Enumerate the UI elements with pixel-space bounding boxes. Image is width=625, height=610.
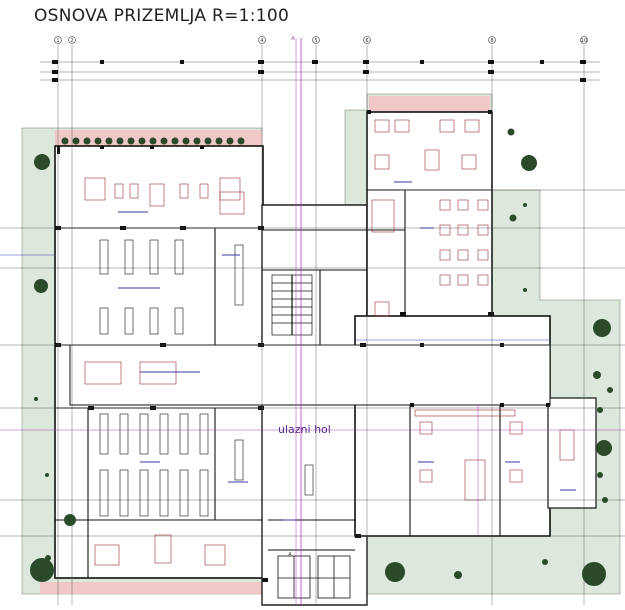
dimension-ticks <box>52 60 586 82</box>
pink-paving-bottom-left <box>40 582 262 594</box>
tree-icon <box>385 562 405 582</box>
axis-label: 1 <box>56 38 59 44</box>
trees <box>30 128 613 586</box>
axis-label: 2 <box>70 38 73 44</box>
shrub-icon <box>523 203 527 207</box>
tree-icon <box>454 571 462 579</box>
building-footprint <box>54 111 597 606</box>
axis-label: 4 <box>260 38 263 44</box>
building-right-wing <box>366 111 493 318</box>
plan-title: OSNOVA PRIZEMLJA R=1:100 <box>34 6 290 26</box>
shrub-icon <box>602 497 608 503</box>
shrub-icon <box>509 214 517 222</box>
service-lines <box>0 38 625 605</box>
tree-icon <box>593 319 611 337</box>
axis-label: 10 <box>581 38 587 44</box>
tree-icon <box>34 279 48 293</box>
classroom-desks <box>99 239 314 517</box>
shrub-icon <box>542 559 548 565</box>
entrance-hall-label: ulazni hol <box>278 423 331 436</box>
axis-bubbles <box>54 36 588 44</box>
shrub-icon <box>607 387 613 393</box>
shrub-icon <box>597 472 603 478</box>
shrub-icon <box>45 555 51 561</box>
stair <box>271 274 313 336</box>
axis-label: 6 <box>365 38 368 44</box>
shrub-icon <box>45 473 49 477</box>
section-mark-top: A <box>291 36 295 42</box>
tree-icon <box>521 155 537 171</box>
tree-icon <box>582 562 606 586</box>
axis-label: 8 <box>490 38 493 44</box>
shrub-icon <box>523 288 527 292</box>
shrub-icon <box>507 128 515 136</box>
room-tags <box>118 181 576 521</box>
tree-icon <box>30 558 54 582</box>
shrub-icon <box>597 407 603 413</box>
building-annex-right <box>547 397 597 509</box>
grid-lines <box>0 45 625 605</box>
axis-label: 5 <box>314 38 317 44</box>
shrub-icon <box>593 371 601 379</box>
entrance-doors <box>277 555 351 599</box>
hedge-row <box>61 137 245 145</box>
tree-icon <box>596 440 612 456</box>
tree-icon <box>64 514 76 526</box>
tree-icon <box>34 154 50 170</box>
shrub-icon <box>34 397 38 401</box>
section-mark-bottom: A <box>288 552 292 558</box>
pink-paving-top-right <box>369 96 490 112</box>
corridor-band <box>69 344 551 406</box>
